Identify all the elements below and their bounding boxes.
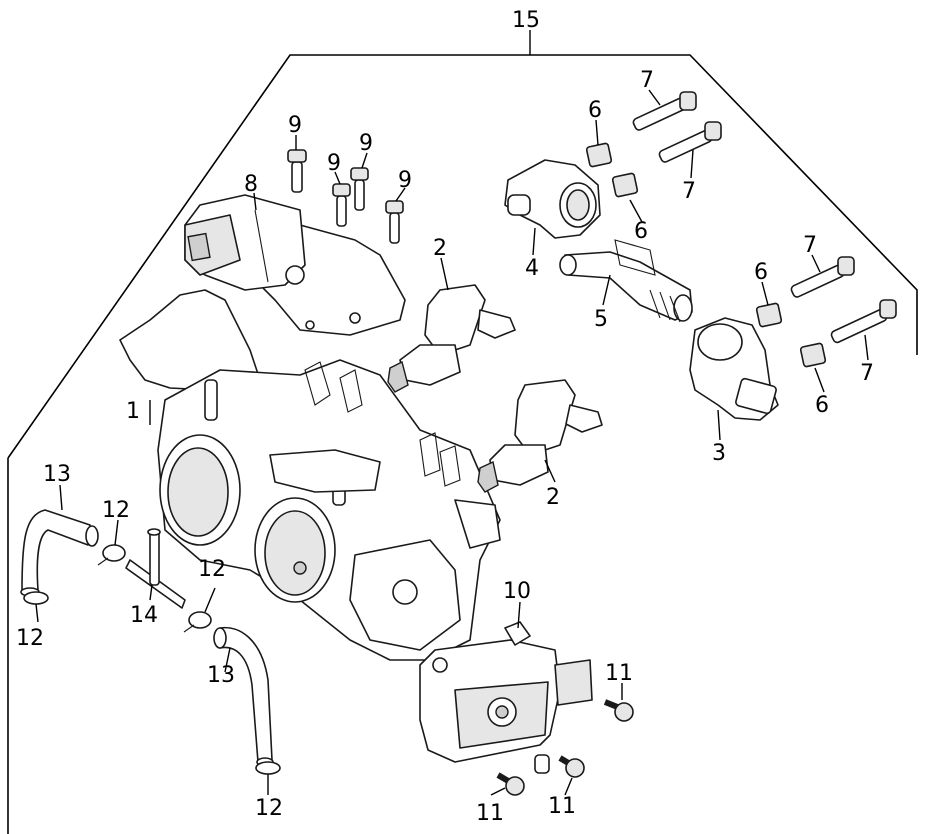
bolts-7 (632, 91, 897, 344)
callout-11: 11 (548, 794, 576, 819)
callout-2: 2 (546, 485, 560, 510)
throttle-body (119, 289, 501, 661)
callout-9: 9 (398, 168, 412, 193)
callout-7: 7 (803, 233, 817, 258)
callout-2: 2 (433, 236, 447, 261)
callout-6: 6 (754, 260, 768, 285)
leader-lines (35, 89, 869, 796)
fuel-rail-cap-lower (689, 317, 779, 421)
sleeves-6 (585, 142, 827, 368)
fuel-rail-cap-upper (504, 159, 601, 239)
callout-6: 6 (815, 393, 829, 418)
callout-labels: 15 9 9 9 9 8 2 2 1 6 6 6 6 7 7 7 7 4 5 3… (16, 8, 874, 826)
clamps-12 (23, 544, 281, 775)
callout-13: 13 (207, 663, 235, 688)
assembly-boundary (7, 30, 918, 834)
callout-9: 9 (327, 151, 341, 176)
callout-12: 12 (16, 626, 44, 651)
callout-12: 12 (102, 498, 130, 523)
callout-14: 14 (130, 603, 158, 628)
callout-15: 15 (512, 8, 540, 33)
fuel-injector-upper (387, 284, 516, 393)
callout-3: 3 (712, 441, 726, 466)
callout-12: 12 (198, 557, 226, 582)
hoses-13 (20, 509, 274, 767)
callout-11: 11 (605, 661, 633, 686)
vacuum-t-fitting (125, 528, 186, 609)
callout-8: 8 (244, 172, 258, 197)
callout-6: 6 (588, 98, 602, 123)
fuel-rail-joint (559, 239, 693, 323)
callout-7: 7 (682, 179, 696, 204)
callout-11: 11 (476, 801, 504, 826)
callout-7: 7 (860, 361, 874, 386)
callout-7: 7 (640, 68, 654, 93)
screws-11 (496, 699, 634, 796)
screws-9 (287, 149, 404, 244)
callout-5: 5 (594, 307, 608, 332)
callout-9: 9 (359, 131, 373, 156)
callout-1: 1 (126, 399, 140, 424)
idle-control-valve (184, 194, 406, 336)
callout-13: 13 (43, 462, 71, 487)
throttle-position-sensor (419, 621, 593, 774)
callout-12: 12 (255, 796, 283, 821)
callout-9: 9 (288, 113, 302, 138)
callout-6: 6 (634, 219, 648, 244)
fuel-injector-lower (477, 379, 603, 493)
callout-4: 4 (525, 256, 539, 281)
callout-10: 10 (503, 579, 531, 604)
